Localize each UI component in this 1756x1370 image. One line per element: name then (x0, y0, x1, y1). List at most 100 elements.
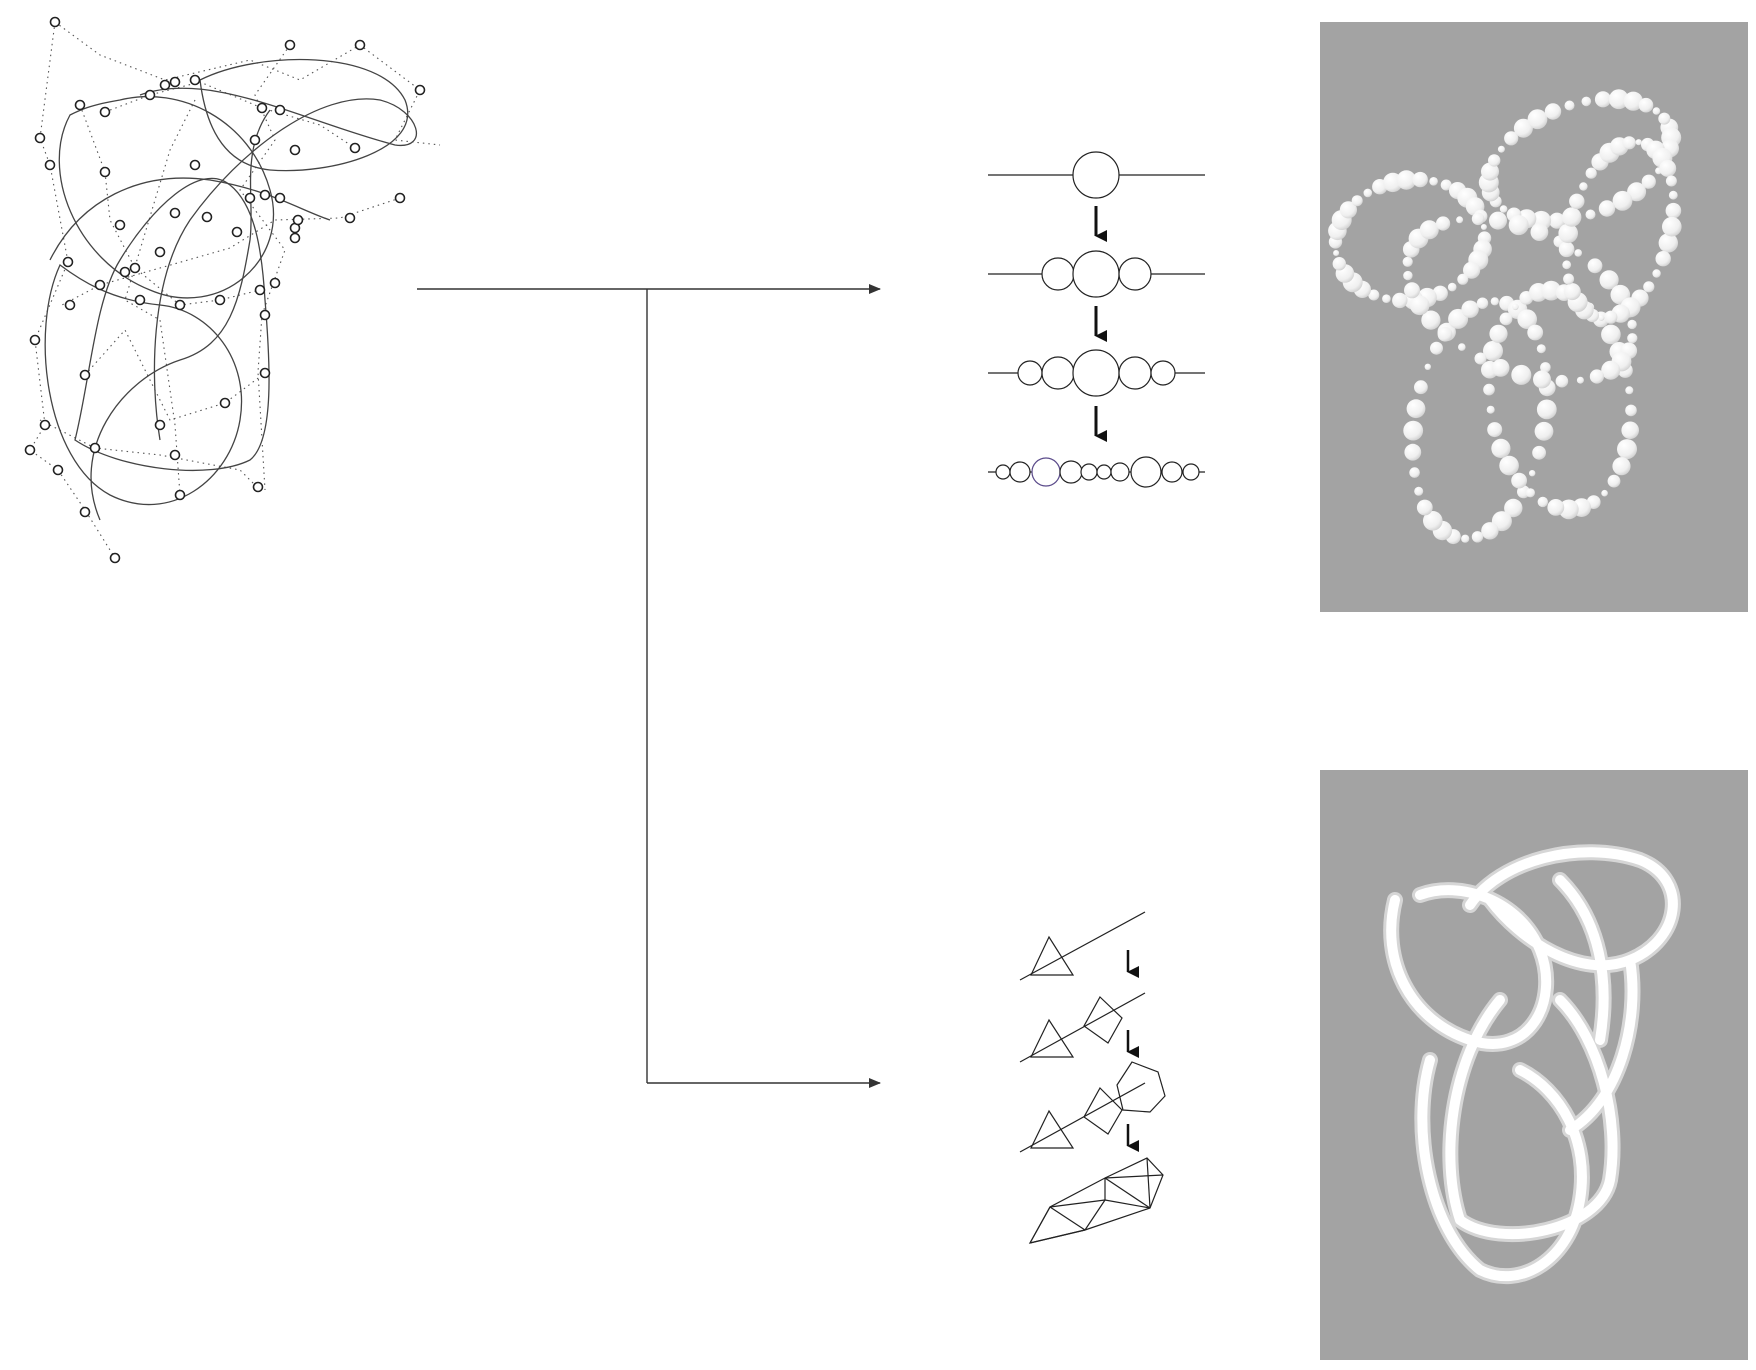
control-point (174, 489, 186, 501)
bead-sphere (1504, 498, 1523, 518)
control-point (289, 232, 301, 244)
bead-sphere (1652, 269, 1661, 278)
sphere-process (988, 151, 1205, 488)
bead-sphere (1471, 531, 1484, 543)
control-point (231, 226, 243, 238)
bead-sphere (1623, 91, 1643, 111)
bead-sphere (1483, 383, 1495, 396)
control-point (169, 207, 181, 219)
control-point (169, 449, 181, 461)
control-point (189, 159, 201, 171)
bead-sphere (1447, 282, 1457, 292)
bead-sphere (1659, 159, 1677, 177)
bead-sphere (1621, 421, 1639, 440)
bead-sphere (1491, 359, 1510, 377)
curve-loop-1 (58, 95, 275, 299)
bead-sphere (1569, 193, 1585, 209)
bead-sphere (1461, 300, 1479, 318)
bead-sphere (1499, 205, 1508, 213)
bead-sphere (1481, 162, 1499, 181)
control-point (24, 444, 36, 456)
control-point (62, 256, 74, 268)
bead-sphere (1474, 352, 1487, 365)
bead-sphere (1622, 136, 1636, 150)
polygon-step-3 (1019, 1061, 1166, 1153)
bead-sphere (1382, 294, 1391, 304)
curve-loop-4 (74, 177, 270, 472)
bead-sphere (1608, 89, 1629, 110)
bead-sphere (1489, 324, 1508, 343)
bead-sphere (1643, 281, 1655, 293)
bead-sphere (1665, 175, 1677, 187)
bead-sphere (1541, 280, 1562, 301)
curve-loop-6 (49, 177, 331, 261)
bead-sphere (1627, 182, 1647, 202)
polygon-step-1 (1019, 911, 1146, 981)
bead-sphere (1527, 324, 1544, 341)
bead-sphere (1547, 499, 1565, 516)
bead-sphere (1456, 216, 1464, 224)
control-point (114, 219, 126, 231)
bead-sphere (1404, 282, 1420, 299)
control-point (169, 76, 181, 88)
control-point (99, 166, 111, 178)
control-point (39, 419, 51, 431)
source-curve-network (29, 21, 441, 559)
bead-sphere (1457, 273, 1469, 285)
bead-sphere (1604, 310, 1618, 324)
bead-sphere (1511, 364, 1532, 385)
control-point (274, 192, 286, 204)
bead-sphere (1419, 220, 1439, 240)
bead-sphere (1598, 314, 1605, 321)
bead-sphere (1601, 360, 1621, 380)
control-point (79, 369, 91, 381)
bead-sphere (1607, 474, 1621, 488)
control-point (189, 74, 201, 86)
control-point (119, 266, 131, 278)
bead-sphere (1476, 297, 1489, 309)
bead-sphere (1499, 455, 1519, 476)
bead-sphere (1563, 283, 1581, 301)
bead-sphere (1658, 112, 1671, 125)
control-point (174, 299, 186, 311)
bead-sphere (1423, 511, 1443, 531)
bead-sphere (1540, 362, 1551, 373)
bead-sphere (1537, 496, 1549, 508)
control-point (289, 144, 301, 156)
bead-sphere (1402, 256, 1413, 267)
bead-spheres (1328, 89, 1682, 545)
bead-sphere (1601, 324, 1621, 345)
bead-sphere (1513, 118, 1533, 138)
control-point (94, 279, 106, 291)
bead-sphere (1617, 439, 1637, 460)
control-point (214, 294, 226, 306)
bead-sphere (1396, 170, 1417, 190)
control-point (34, 132, 46, 144)
bead-sphere (1409, 467, 1420, 478)
bead-sphere (1585, 209, 1596, 220)
bead-sphere (1424, 363, 1432, 370)
control-point (201, 211, 213, 223)
bead-sphere (1641, 174, 1656, 189)
bead-sphere (1534, 421, 1554, 441)
control-point (256, 102, 268, 114)
bead-sphere (1536, 344, 1546, 354)
curve-loop-7 (90, 109, 271, 521)
bead-sphere (1486, 405, 1495, 414)
bead-sphere (1351, 195, 1363, 207)
bead-sphere (1558, 499, 1579, 520)
curve-loop-3 (44, 263, 243, 506)
bead-sphere (1533, 370, 1551, 389)
bead-sphere (1363, 188, 1373, 198)
bead-sphere (1598, 200, 1616, 217)
control-point (154, 246, 166, 258)
bead-sphere (1430, 341, 1443, 355)
bead-sphere (1581, 96, 1592, 107)
polygon-step-2 (1019, 992, 1146, 1063)
bead-sphere (1437, 326, 1453, 342)
bead-sphere (1490, 297, 1499, 306)
control-point (252, 481, 264, 493)
bead-sphere (1481, 522, 1499, 540)
bead-sphere (1562, 260, 1572, 270)
